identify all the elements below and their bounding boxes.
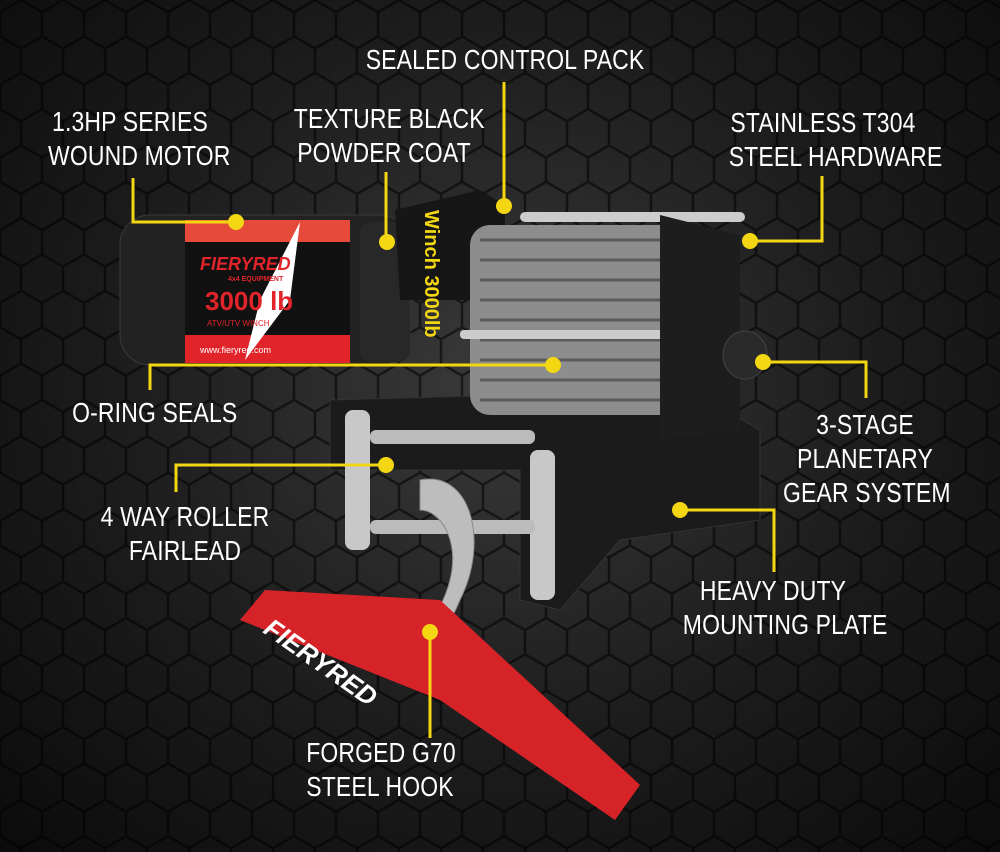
callout-text: PLANETARY (797, 443, 933, 474)
callout-text: MOUNTING PLATE (682, 609, 888, 640)
callout-text: WOUND MOTOR (48, 140, 231, 171)
winch-shape (228, 198, 771, 640)
callout-text: STEEL HOOK (306, 771, 454, 802)
type-text: ATV/UTV WINCH (207, 319, 270, 328)
brand-logo-text: FIERYRED (200, 254, 291, 274)
callout-line-plate (680, 508, 776, 572)
callout-text: FORGED G70 (306, 737, 456, 768)
callout-gear: 3-STAGE PLANETARY GEAR SYSTEM (783, 408, 951, 510)
callout-text: O-RING SEALS (72, 397, 238, 428)
callout-seals: O-RING SEALS (72, 396, 238, 430)
url-text: www.fieryred.com (199, 345, 271, 355)
brand-sub-text: 4x4 EQUIPMENT (228, 276, 284, 283)
callout-text: TEXTURE BLACK (293, 103, 485, 134)
callout-text: POWDER COAT (297, 137, 471, 168)
winch-shape (370, 430, 535, 444)
callout-text: HEAVY DUTY (699, 575, 847, 606)
callout-dot-motor (228, 214, 244, 230)
callout-line-hardware (750, 176, 824, 243)
winch-shape (185, 335, 350, 363)
callout-dot-plate (672, 502, 688, 518)
callout-plate: HEAVY DUTY MOUNTING PLATE (682, 574, 888, 642)
winch-shape (245, 222, 300, 360)
callout-text: 3-STAGE (816, 409, 914, 440)
callout-control: SEALED CONTROL PACK (365, 43, 645, 77)
callout-line-motor (131, 178, 236, 224)
callout-dot-hardware (742, 233, 758, 249)
callout-text: STEEL HARDWARE (728, 141, 943, 172)
callout-hardware: STAINLESS T304 STEEL HARDWARE (728, 106, 943, 174)
callout-dot-seals (545, 357, 561, 373)
winch-shape (131, 82, 868, 738)
callout-hook: FORGED G70 STEEL HOOK (306, 736, 456, 804)
callout-line-gear (763, 360, 868, 398)
callout-text: GEAR SYSTEM (783, 477, 951, 508)
winch-shape (530, 450, 555, 600)
winch-shape (480, 238, 670, 402)
winch-shape (360, 222, 410, 362)
callout-dot-control (496, 198, 512, 214)
winch-shape (345, 410, 370, 550)
winch-shape (460, 330, 700, 339)
winch-shape (660, 215, 740, 440)
winch-shape (185, 220, 350, 242)
callout-dot-fairlead (378, 457, 394, 473)
callout-dot-coat (379, 234, 395, 250)
callout-text: STAINLESS T304 (730, 107, 916, 138)
callout-line-fairlead (174, 463, 386, 492)
callout-text: 4 WAY ROLLER (100, 501, 270, 532)
callout-dot-hook (422, 624, 438, 640)
red-strap (240, 590, 640, 820)
winch-shape (520, 212, 745, 222)
control-pack-text: Winch 3000lb (420, 210, 442, 338)
callout-motor: 1.3HP SERIES WOUND MOTOR (48, 105, 231, 173)
winch-shape (722, 330, 768, 380)
callout-fairlead: 4 WAY ROLLER FAIRLEAD (99, 500, 271, 568)
callout-text: FAIRLEAD (128, 535, 242, 566)
callout-text: 1.3HP SERIES (52, 106, 208, 137)
capacity-text: 3000 lb (205, 286, 293, 316)
callout-dot-gear (755, 354, 771, 370)
callout-text: SEALED CONTROL PACK (365, 44, 645, 75)
callout-line-seals (148, 363, 553, 390)
callout-coat: TEXTURE BLACK POWDER COAT (293, 102, 485, 170)
